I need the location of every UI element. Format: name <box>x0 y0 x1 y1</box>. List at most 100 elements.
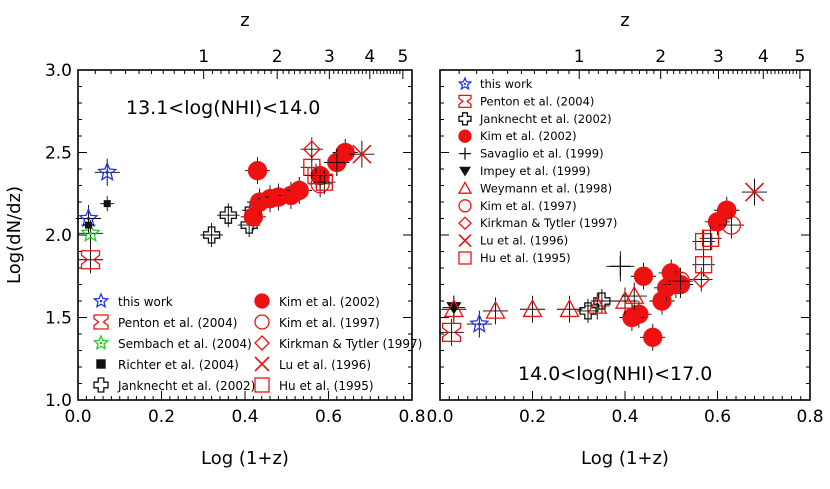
data-point-core <box>105 170 109 174</box>
data-point <box>247 160 268 181</box>
legend-marker <box>93 377 109 393</box>
legend-marker <box>254 293 270 309</box>
data-point <box>593 292 611 310</box>
legend-marker <box>93 314 109 330</box>
x-tick-label: 0.6 <box>704 407 731 427</box>
legend-marker <box>254 335 270 351</box>
series-hu-et-al-1995 <box>692 226 722 277</box>
z-tick-label: 2 <box>272 47 283 67</box>
legend-label: Kim et al. (2002) <box>279 295 380 309</box>
series-kim-et-al-2002 <box>240 139 358 231</box>
legend-marker <box>254 314 270 330</box>
legend-label: Weymann et al. (1998) <box>480 181 612 195</box>
top-axis-label: z <box>240 10 249 31</box>
data-point <box>485 300 506 319</box>
x-tick-label: 0.4 <box>231 407 258 427</box>
z-tick-label: 3 <box>713 47 724 67</box>
y-tick-label: 2.5 <box>45 144 72 164</box>
data-point <box>315 173 333 191</box>
legend-label: Sembach et al. (2004) <box>118 337 252 351</box>
y-tick-label: 2.0 <box>45 226 72 246</box>
series-this-work <box>75 158 120 232</box>
data-point <box>694 256 713 274</box>
panel-title: 13.1<log(NHI)<14.0 <box>126 97 320 119</box>
data-point <box>670 271 691 291</box>
series-penton-et-al-2004 <box>438 318 465 346</box>
legend-label: Janknecht et al. (2002) <box>117 379 255 393</box>
legend-label: Lu et al. (1996) <box>480 234 568 248</box>
z-tick-label: 4 <box>758 47 769 67</box>
series-penton-et-al-2004 <box>77 246 104 274</box>
series-weymann-et-al-1998 <box>441 282 647 325</box>
legend-label: Richter et al. (2004) <box>118 358 239 372</box>
data-point <box>721 215 742 235</box>
legend-marker <box>458 216 472 231</box>
legend-label: this work <box>118 295 173 309</box>
series-kim-et-al-1997 <box>667 211 744 295</box>
legend-marker <box>459 166 471 177</box>
data-point <box>327 152 347 173</box>
x-tick-label: 0.2 <box>148 407 175 427</box>
data-point <box>744 182 765 202</box>
x-tick-label: 0.6 <box>315 407 342 427</box>
x-axis-label: Log (1+z) <box>201 448 289 469</box>
series-kirkman-tytler-1997 <box>690 267 713 292</box>
legend-label: this work <box>480 77 533 91</box>
series-lu-et-al-1996 <box>349 140 375 168</box>
data-point <box>289 180 309 201</box>
z-tick-label: 1 <box>574 47 585 67</box>
z-tick-label: 5 <box>794 47 805 67</box>
legend-marker-core <box>99 341 103 345</box>
data-point <box>352 144 372 164</box>
panel-title: 14.0<log(NHI)<17.0 <box>518 363 712 385</box>
x-tick-label: 0.2 <box>519 407 546 427</box>
legend-label: Hu et al. (1995) <box>279 379 374 393</box>
data-point <box>219 206 237 224</box>
data-point <box>97 161 118 181</box>
legend-marker <box>254 377 270 393</box>
legend-marker <box>458 94 472 109</box>
legend-marker-core <box>99 299 103 303</box>
legend-marker <box>458 129 472 143</box>
data-point-core <box>477 322 481 326</box>
legend-marker <box>459 147 471 160</box>
data-point <box>559 298 580 318</box>
legend-label: Kim et al. (1997) <box>480 199 577 213</box>
legend-marker-core <box>463 82 467 86</box>
data-point <box>624 285 645 304</box>
y-axis-label: Log(dN/dz) <box>4 186 25 284</box>
data-point <box>103 200 111 208</box>
series-lu-et-al-1996 <box>741 178 768 206</box>
x-tick-label: 0.8 <box>398 407 425 427</box>
legend-right: Kim et al. (2002)Kim et al. (1997)Kirkma… <box>254 293 422 393</box>
legend-marker <box>458 251 472 265</box>
y-tick-label: 1.5 <box>45 309 72 329</box>
legend-marker <box>92 334 110 351</box>
data-point <box>701 229 720 247</box>
legend-marker <box>457 181 473 194</box>
legend-label: Hu et al. (1995) <box>480 251 571 265</box>
data-point <box>522 298 543 318</box>
legend-label: Kirkman & Tytler (1997) <box>279 337 422 351</box>
data-point <box>469 313 490 333</box>
z-tick-label: 2 <box>655 47 666 67</box>
legend-marker <box>92 292 110 309</box>
data-point <box>622 307 642 328</box>
z-tick-label: 3 <box>324 47 335 67</box>
legend-label: Impey et al. (1999) <box>480 164 590 178</box>
data-point <box>441 322 462 342</box>
legend-marker <box>458 199 472 213</box>
legend-label: Penton et al. (2004) <box>118 316 237 330</box>
series-this-work <box>466 310 492 338</box>
legend-marker <box>458 112 472 126</box>
legend-label: Savaglio et al. (1999) <box>480 147 604 161</box>
series-richter-et-al-2004 <box>81 196 115 233</box>
series-hu-et-al-1995 <box>300 155 336 195</box>
series-savaglio-et-al-1999 <box>606 251 635 282</box>
data-point <box>694 232 713 251</box>
legend-marker <box>457 76 473 91</box>
data-point <box>614 290 636 309</box>
